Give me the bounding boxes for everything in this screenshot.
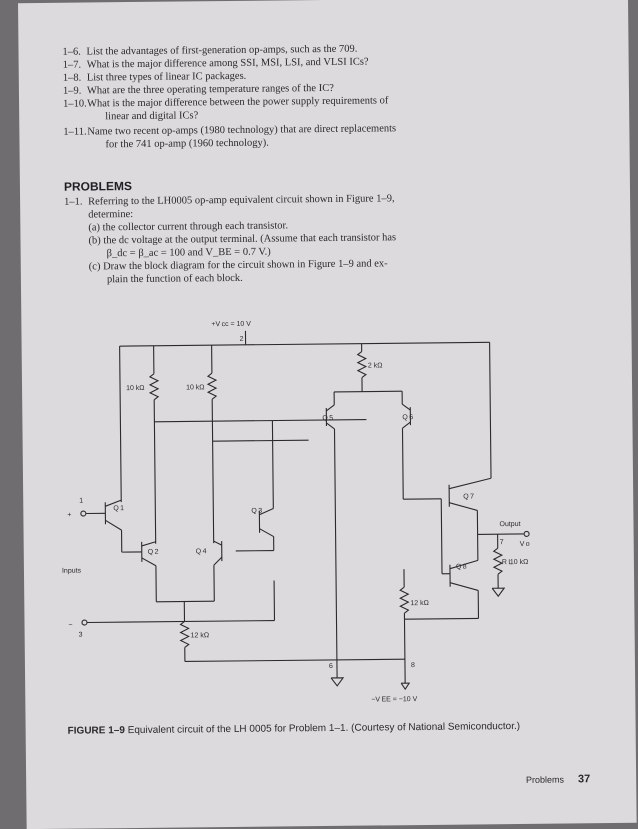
q3-label: Q 3 [251, 508, 262, 515]
book-page: 1–6.List the advantages of first-generat… [18, 0, 637, 829]
q8-label: Q 8 [456, 564, 467, 571]
pin-6-label: 6 [329, 663, 333, 670]
q2-label: Q 2 [148, 549, 159, 556]
q1-label: Q 1 [113, 505, 124, 512]
vo-label: V o [520, 541, 530, 548]
resistor-10k-a-label: 10 kΩ [126, 385, 145, 392]
pin-1-label: 1 [79, 498, 83, 505]
inputs-label: Inputs [62, 568, 82, 575]
vee-label: −V EE = −10 V [371, 696, 417, 703]
pin-3-label: 3 [79, 632, 83, 639]
pin-2-label: 2 [240, 336, 244, 343]
resistor-12k-mid-label: 12 kΩ [410, 600, 429, 607]
q5-label: Q 5 [322, 415, 333, 422]
resistor-12k-left-label: 12 kΩ [191, 632, 210, 639]
rl-value-label: 10 kΩ [510, 559, 529, 566]
plus-label: + [67, 512, 71, 519]
circuit-diagram: +V cc = 10 V 2 10 kΩ 10 kΩ 2 kΩ Q 5 Q 6 … [18, 0, 637, 829]
output-label: Output [499, 521, 520, 528]
pin-8-label: 8 [411, 662, 415, 669]
vcc-label: +V cc = 10 V [211, 321, 251, 328]
q7-label: Q 7 [463, 493, 474, 500]
minus-label: − [68, 622, 72, 629]
resistor-2k-label: 2 kΩ [368, 362, 383, 369]
pin-7-label: 7 [500, 539, 504, 546]
q4-label: Q 4 [196, 548, 207, 555]
resistor-10k-b-label: 10 kΩ [186, 384, 205, 391]
q6-label: Q 6 [402, 414, 413, 421]
